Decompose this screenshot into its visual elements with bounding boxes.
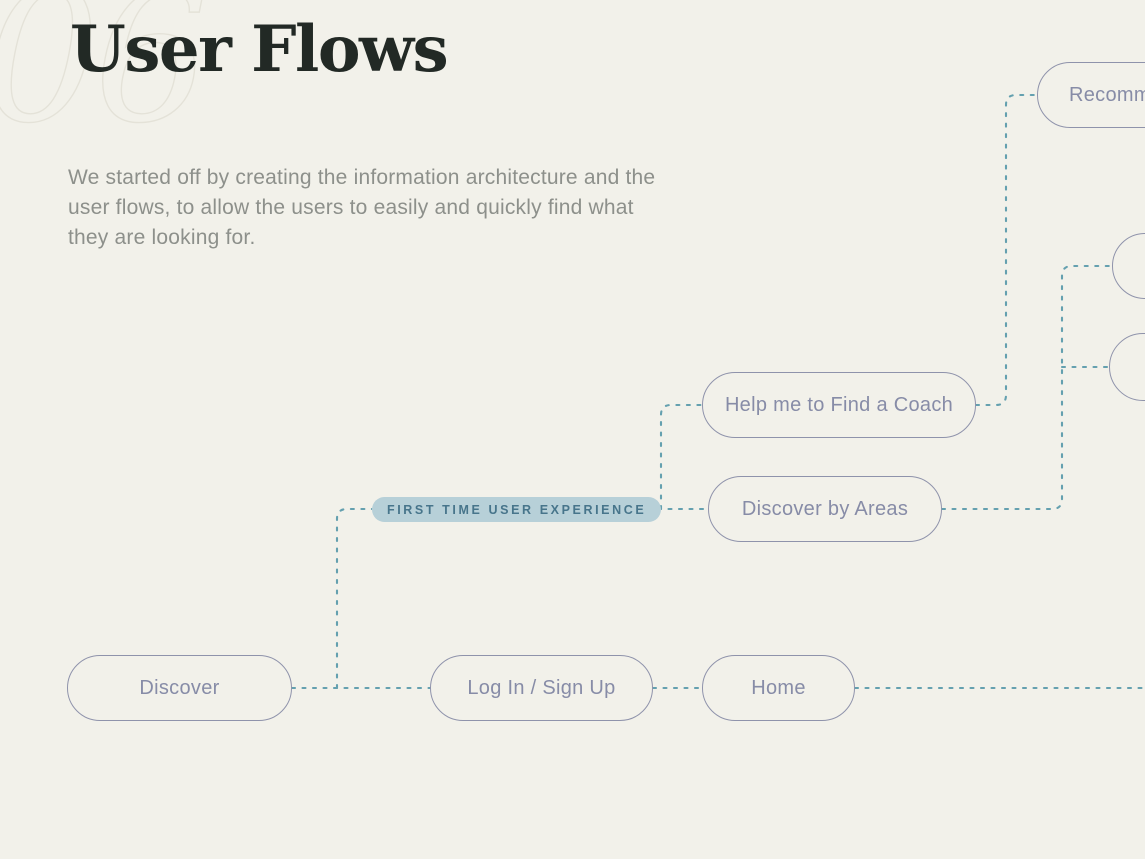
badge-label: FIRST TIME USER EXPERIENCE bbox=[387, 502, 647, 517]
connector-branch-to-help-find-coach bbox=[659, 403, 704, 511]
page-description: We started off by creating the informati… bbox=[68, 166, 656, 249]
flow-node-label: Help me to Find a Coach bbox=[724, 393, 954, 416]
flow-node-discover-by-areas: Discover by Areas bbox=[708, 476, 942, 542]
flow-node-login-signup: Log In / Sign Up bbox=[430, 655, 653, 721]
flow-node-clipped-stub-bottom bbox=[1109, 333, 1145, 401]
flow-node-clipped-stub-top bbox=[1112, 233, 1145, 299]
section-number-watermark: 06 bbox=[0, 0, 210, 163]
flow-node-label: Home bbox=[751, 676, 806, 699]
connector-help-coach-to-recommended bbox=[974, 93, 1039, 407]
connector-line-up-to-badge bbox=[335, 507, 374, 690]
flow-node-recommended-clipped: Recomm bbox=[1037, 62, 1145, 128]
flow-node-label: Recomm bbox=[1069, 83, 1145, 106]
flow-node-home: Home bbox=[702, 655, 855, 721]
flow-node-discover: Discover bbox=[67, 655, 292, 721]
first-time-user-experience-badge: FIRST TIME USER EXPERIENCE bbox=[372, 497, 662, 522]
page-title: User Flows bbox=[70, 12, 449, 87]
flow-node-label: Log In / Sign Up bbox=[467, 676, 616, 699]
flow-node-help-find-coach: Help me to Find a Coach bbox=[702, 372, 976, 438]
flow-node-label: Discover bbox=[139, 676, 220, 699]
flow-node-label: Discover by Areas bbox=[741, 497, 909, 520]
